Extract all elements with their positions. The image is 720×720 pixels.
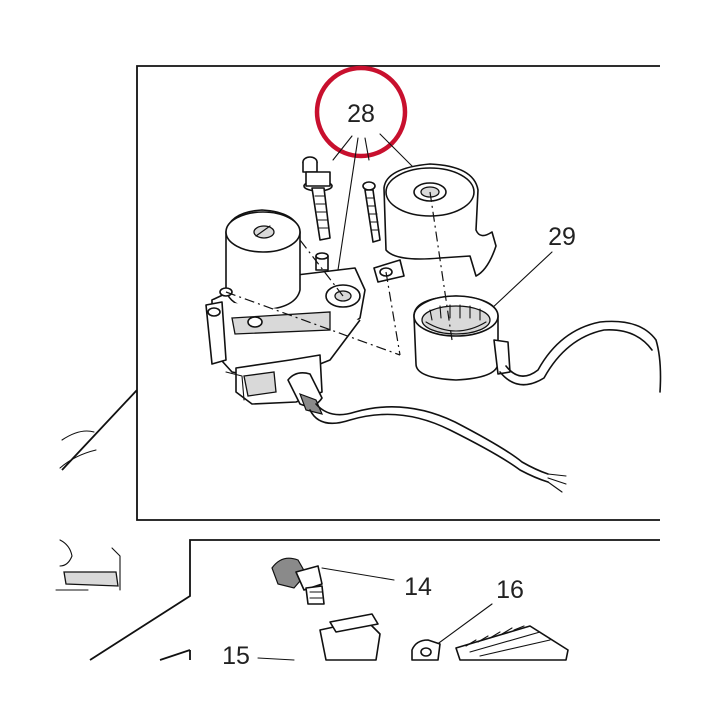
leader-14 xyxy=(321,567,395,581)
sensor-ring xyxy=(413,295,511,381)
callout-28-label: 28 xyxy=(347,100,375,128)
sensor-cable xyxy=(499,320,662,393)
callout-29: 29 xyxy=(489,223,576,311)
part-16-bracket: 16 xyxy=(411,576,569,661)
leader-16 xyxy=(431,603,493,649)
bolt-middle xyxy=(362,181,381,243)
actuator-motor xyxy=(205,209,366,415)
callout-15-label: 15 xyxy=(222,642,250,670)
bottom-panel-frame xyxy=(89,539,660,661)
callout-29-label: 29 xyxy=(548,223,576,251)
part-14-sensor: 14 xyxy=(271,557,432,605)
callout-16-label: 16 xyxy=(496,576,524,604)
leader-28-c xyxy=(364,137,370,161)
cover-cap xyxy=(373,163,497,283)
top-panel-frame xyxy=(61,65,660,521)
callout-28: 28 xyxy=(314,65,417,271)
part-15-block: 15 xyxy=(222,613,381,670)
callout-14-label: 14 xyxy=(404,573,432,601)
leader-28-a xyxy=(332,135,353,161)
left-fragment-upper xyxy=(59,430,97,469)
left-fragment-lower xyxy=(55,539,121,591)
alignment-lines xyxy=(225,191,453,356)
leader-15 xyxy=(257,657,295,661)
actuator-cable xyxy=(309,403,567,493)
bolt-left xyxy=(302,156,333,241)
callout-28-highlight-ring xyxy=(314,65,408,159)
leader-29 xyxy=(489,251,553,311)
leader-28-b xyxy=(337,137,359,271)
leader-28-d xyxy=(379,133,417,171)
